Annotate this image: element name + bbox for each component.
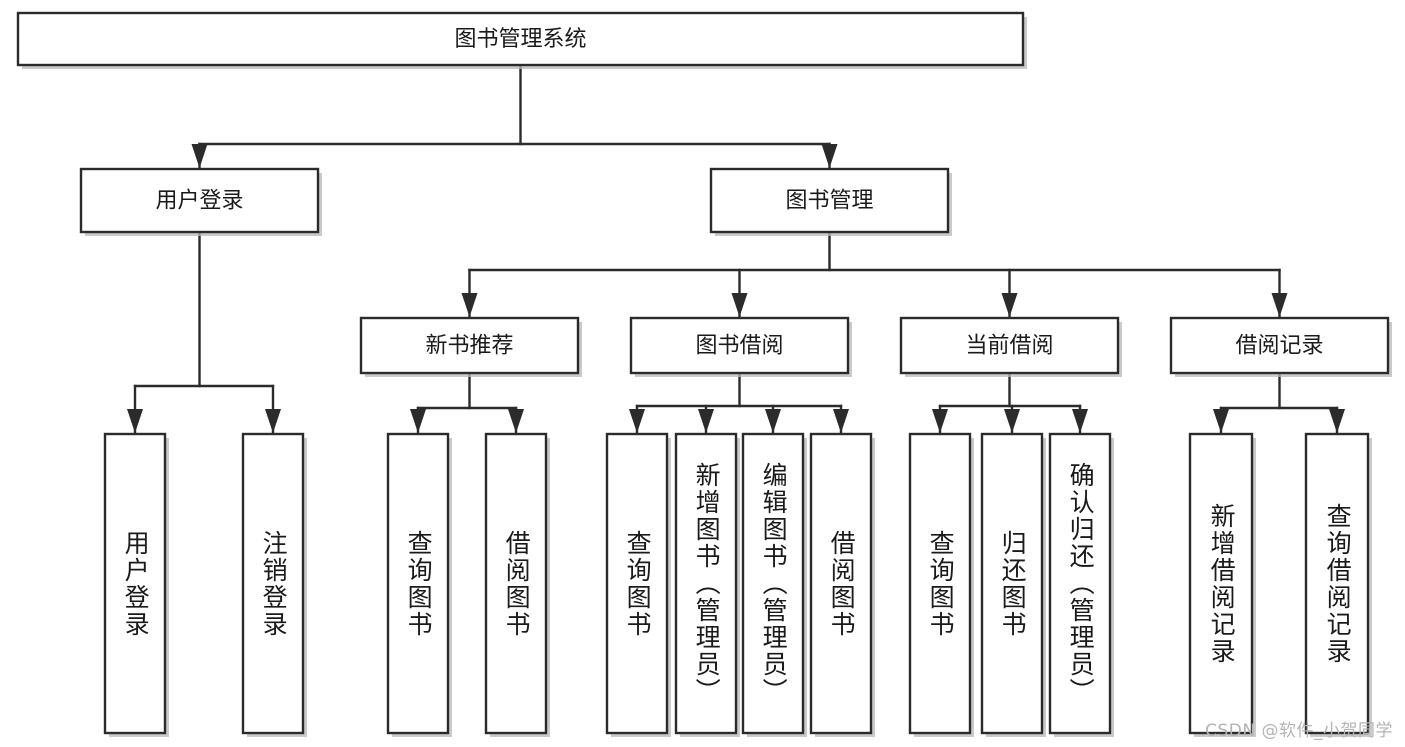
node-level2-1[interactable] [709, 167, 950, 234]
edges-layer [127, 63, 1345, 434]
node-level3-1[interactable] [629, 316, 850, 375]
arrow-head-icon [1329, 409, 1345, 433]
boxes-layer [16, 11, 1392, 737]
node-label-level2-1: 图书管理 [785, 189, 873, 214]
arrow-head-icon [410, 409, 426, 433]
watermark: CSDN @软件_小贺同学 [1205, 721, 1393, 741]
leaf-box-3[interactable] [484, 432, 548, 735]
arrow-head-icon [932, 409, 948, 433]
arrow-head-icon [731, 293, 748, 317]
node-label-level3-1: 图书借阅 [695, 334, 783, 359]
leaf-box-1[interactable] [241, 432, 305, 735]
leaf-box-0[interactable] [103, 432, 167, 735]
arrow-head-icon [1271, 293, 1288, 317]
leaf-box-7[interactable] [809, 432, 873, 735]
leaf-box-6[interactable] [741, 432, 805, 735]
arrow-head-icon [1072, 409, 1088, 433]
node-label-root: 图书管理系统 [454, 27, 586, 52]
arrow-head-icon [265, 409, 281, 433]
arrow-head-icon [1004, 409, 1020, 433]
node-label-level3-0: 新书推荐 [425, 334, 513, 359]
arrow-head-icon [765, 409, 781, 433]
node-label-level3-3: 借阅记录 [1235, 334, 1323, 359]
leaf-box-10[interactable] [1048, 432, 1112, 735]
leaf-box-12[interactable] [1304, 432, 1370, 735]
leaf-box-9[interactable] [980, 432, 1044, 735]
leaf-box-11[interactable] [1188, 432, 1254, 735]
node-label-level2-0: 用户登录 [155, 189, 243, 214]
leaf-box-8[interactable] [908, 432, 972, 735]
leaf-box-2[interactable] [386, 432, 450, 735]
arrow-head-icon [1001, 293, 1018, 317]
node-level3-0[interactable] [359, 316, 580, 375]
arrow-head-icon [127, 409, 143, 433]
arrow-head-icon [821, 144, 838, 168]
node-level2-0[interactable] [79, 167, 320, 234]
arrow-head-icon [698, 409, 714, 433]
arrow-head-icon [191, 144, 208, 168]
leaf-box-4[interactable] [605, 432, 669, 735]
arrow-head-icon [508, 409, 524, 433]
node-level3-3[interactable] [1169, 316, 1390, 375]
arrow-head-icon [1213, 409, 1229, 433]
node-label-level3-2: 当前借阅 [965, 334, 1053, 359]
leaf-box-5[interactable] [674, 432, 738, 735]
arrow-head-icon [833, 409, 849, 433]
node-level3-2[interactable] [899, 316, 1120, 375]
node-root-图书管理系统[interactable] [16, 11, 1025, 67]
arrow-head-icon [461, 293, 478, 317]
arrow-head-icon [629, 409, 645, 433]
